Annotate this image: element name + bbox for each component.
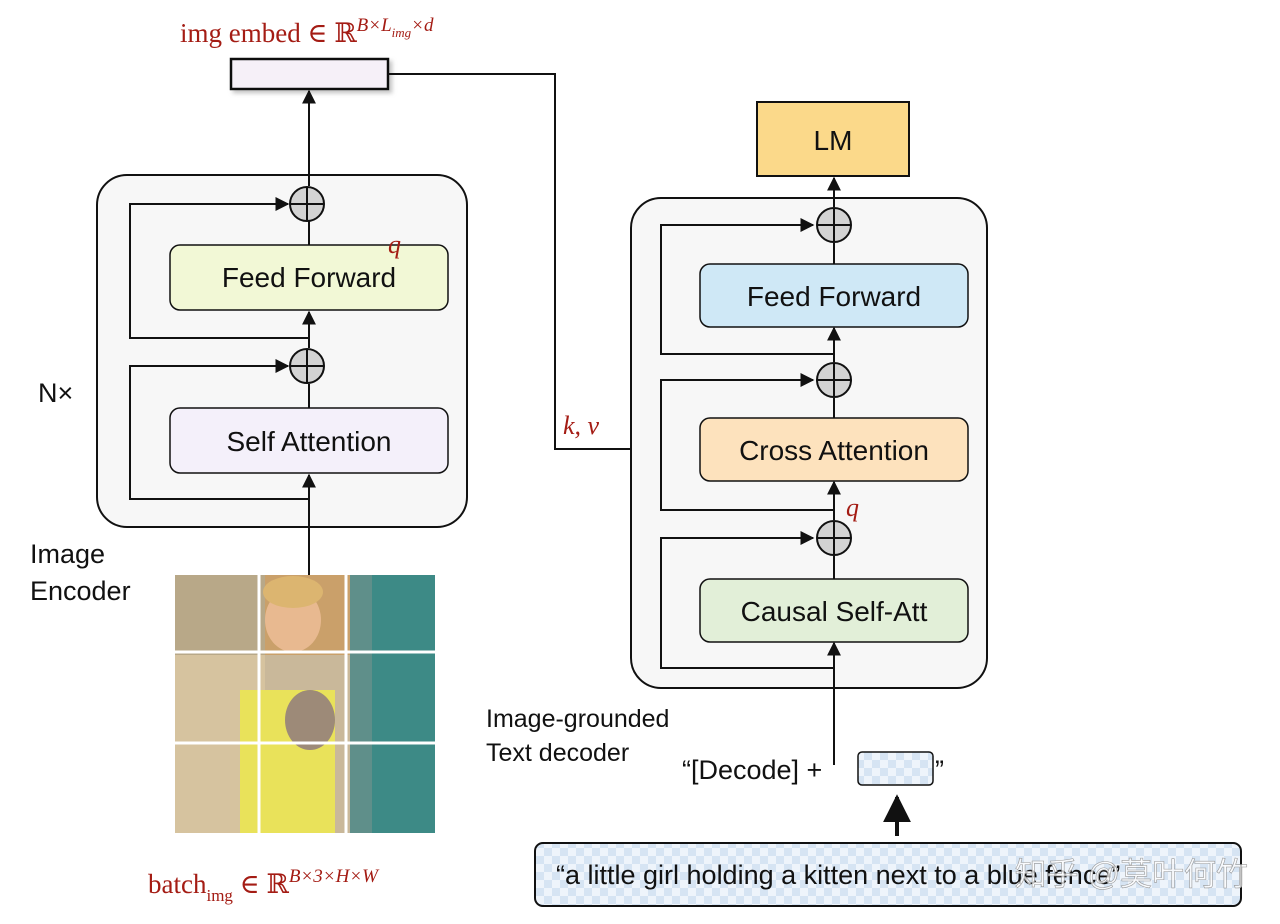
encoder-self-attention-box [169, 407, 449, 474]
encoder-feed-forward-label: Feed Forward [222, 262, 396, 293]
add-circle-icon [816, 207, 852, 243]
n-times-label: N× [38, 378, 73, 408]
cross-attention-box [699, 417, 969, 482]
causal-self-att-label: Causal Self-Att [741, 596, 928, 627]
decode-prefix: “[Decode] + [682, 755, 822, 785]
decoder-feed-forward-label: Feed Forward [747, 281, 921, 312]
decoder-feed-forward-box [699, 263, 969, 328]
input-image-patches [175, 575, 435, 833]
add-circle-icon [289, 186, 325, 222]
kv-connection-line [388, 73, 700, 456]
add-circle-icon [289, 348, 325, 384]
q-label-decoder: q [846, 493, 859, 522]
watermark: 知乎 @莫叶何竹 [1015, 856, 1248, 892]
caption-box [534, 842, 1242, 907]
caption-text: “a little girl holding a kitten next to … [556, 860, 1120, 890]
encoder-self-attention-label: Self Attention [226, 426, 391, 457]
kv-label: k, v [563, 411, 600, 440]
img-embed-label: img embed ∈ ℝB×Limg×d [180, 15, 434, 48]
add-circle-icon [816, 362, 852, 398]
batch-img-label: batchimg ∈ ℝB×3×H×W [148, 866, 380, 905]
img-embed-bar [229, 57, 390, 91]
causal-self-att-box [699, 578, 969, 643]
text-decoder-label: Image-grounded Text decoder [486, 705, 676, 767]
lm-box [756, 101, 910, 177]
cross-attention-label: Cross Attention [739, 435, 929, 466]
encoder-feed-forward-box [169, 244, 449, 311]
decode-token-box [857, 751, 934, 786]
q-label-encoder: q [388, 230, 401, 259]
decode-suffix: ” [935, 755, 944, 785]
encoder-block [96, 174, 468, 528]
image-encoder-label: Image Encoder [30, 539, 131, 606]
lm-label: LM [814, 125, 853, 156]
add-circle-icon [816, 520, 852, 556]
